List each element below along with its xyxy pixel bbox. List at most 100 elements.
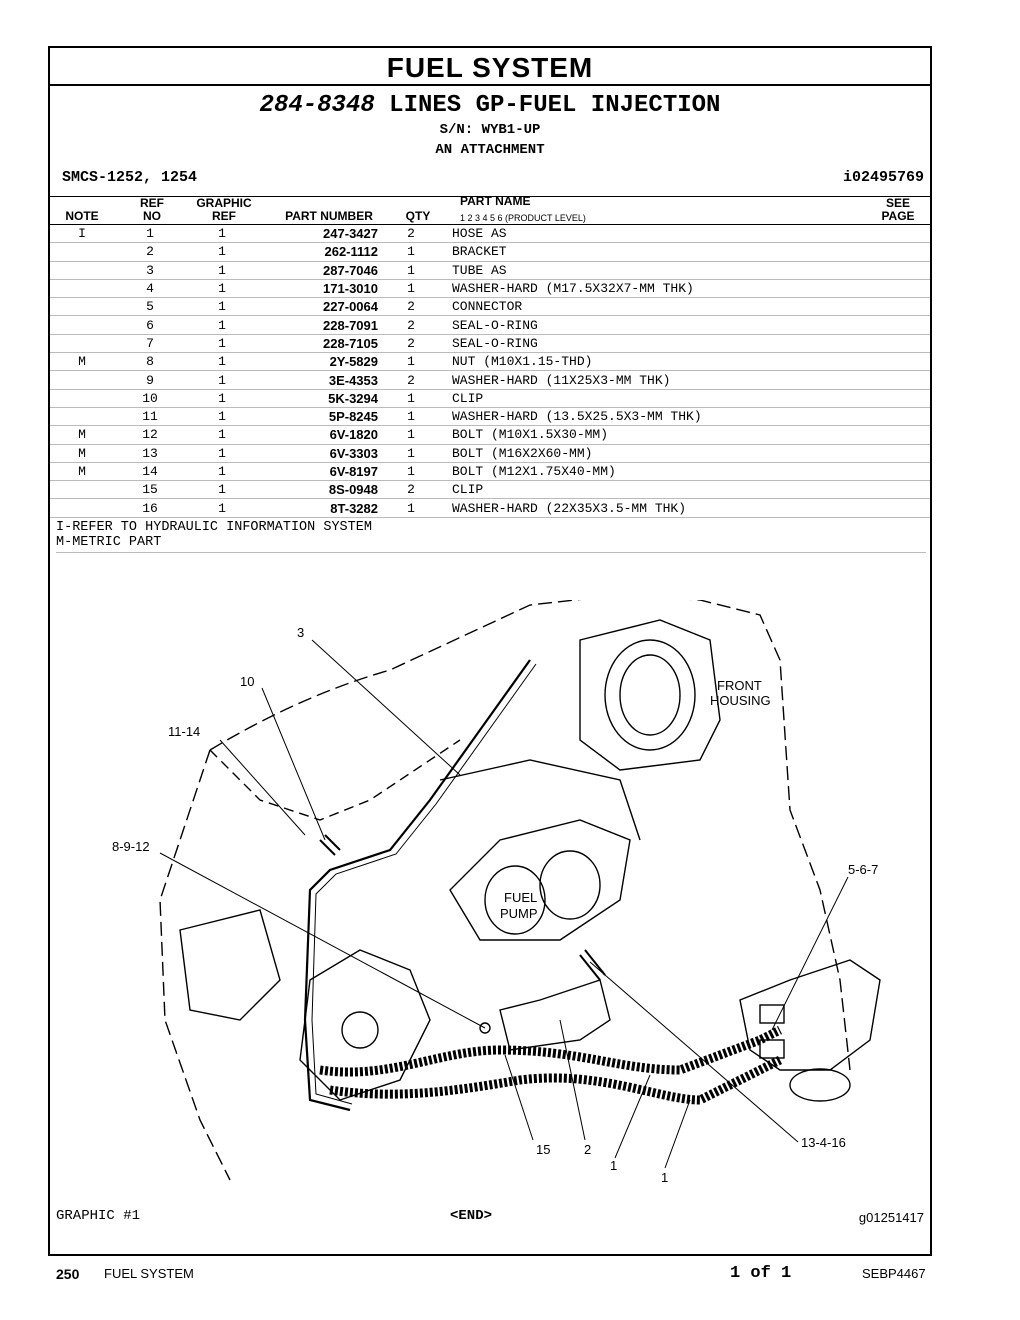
cell-ref: 7 xyxy=(114,334,186,354)
header-graphic-top: GRAPHIC xyxy=(196,196,252,210)
bolt-13 xyxy=(579,949,606,981)
cell-gref: 1 xyxy=(186,407,258,427)
cell-qty: 2 xyxy=(378,297,444,317)
bracket-2 xyxy=(499,979,611,1051)
leader-3 xyxy=(311,639,461,776)
footer-page-number: 250 xyxy=(56,1266,80,1282)
front-housing-bore-inner xyxy=(619,654,681,736)
cell-gref: 1 xyxy=(186,242,258,262)
label-housing: HOUSING xyxy=(710,693,771,708)
cell-gref: 1 xyxy=(186,352,258,372)
serial-number: S/N: WYB1-UP xyxy=(439,122,541,138)
cell-name: NUT (M10X1.15-THD) xyxy=(444,352,930,372)
cell-ref: 13 xyxy=(114,444,186,463)
cell-qty: 2 xyxy=(378,480,444,500)
cell-pn: 262-1112 xyxy=(258,242,378,262)
cell-name: WASHER-HARD (13.5X25.5X3-MM THK) xyxy=(444,407,930,427)
cell-qty: 1 xyxy=(378,389,444,408)
cell-pn: 5P-8245 xyxy=(258,407,378,427)
cell-ref: 4 xyxy=(114,279,186,299)
cell-qty: 2 xyxy=(378,315,444,335)
cell-pn: 171-3010 xyxy=(258,279,378,299)
cell-note xyxy=(50,407,114,427)
cell-gref: 1 xyxy=(186,498,258,518)
table-header: NOTE REF NO GRAPHIC REF PART NUMBER QTY … xyxy=(50,195,930,225)
cell-note: M xyxy=(50,352,114,372)
leader-1a xyxy=(614,1074,651,1159)
cell-name: BOLT (M16X2X60-MM) xyxy=(444,444,930,463)
cell-pn: 228-7091 xyxy=(258,315,378,335)
callout-13-4-16: 13-4-16 xyxy=(801,1135,846,1150)
cell-note xyxy=(50,334,114,354)
cell-note xyxy=(50,480,114,500)
cell-ref: 9 xyxy=(114,370,186,390)
callout-1a: 1 xyxy=(610,1158,617,1173)
callout-2: 2 xyxy=(584,1142,591,1157)
header-note: NOTE xyxy=(65,209,99,223)
end-label: <END> xyxy=(450,1208,493,1224)
hose-assembly-upper xyxy=(319,1025,783,1077)
notes-block: I-REFER TO HYDRAULIC INFORMATION SYSTEM … xyxy=(56,520,926,553)
cell-pn: 6V-8197 xyxy=(258,462,378,482)
callout-8-9-12: 8-9-12 xyxy=(112,839,150,854)
cell-name: TUBE AS xyxy=(444,261,930,280)
leader-8-9-12 xyxy=(159,852,486,1029)
footer-publication: SEBP4467 xyxy=(862,1266,926,1281)
cell-pn: 8T-3282 xyxy=(258,498,378,518)
engine-edge xyxy=(209,739,461,821)
cell-qty: 1 xyxy=(378,407,444,427)
cell-pn: 3E-4353 xyxy=(258,370,378,390)
graphic-label: GRAPHIC #1 xyxy=(56,1208,141,1224)
cell-qty: 2 xyxy=(378,225,444,244)
fuel-pump-bore-2 xyxy=(539,850,601,920)
fuel-filter-bowl xyxy=(789,1068,851,1102)
smcs-code: SMCS-1252, 1254 xyxy=(62,169,198,186)
note-line: M-METRIC PART xyxy=(56,535,162,550)
cell-pn: 247-3427 xyxy=(258,225,378,244)
tube-assembly-3-edge xyxy=(311,663,537,1105)
cell-ref: 2 xyxy=(114,242,186,262)
header-ref-top: REF xyxy=(140,196,164,210)
page-frame: FUEL SYSTEM 284-8348 LINES GP-FUEL INJEC… xyxy=(48,46,932,1256)
cell-name: WASHER-HARD (M17.5X32X7-MM THK) xyxy=(444,279,930,299)
cell-gref: 1 xyxy=(186,225,258,244)
cell-ref: 16 xyxy=(114,498,186,518)
cell-note xyxy=(50,370,114,390)
cell-gref: 1 xyxy=(186,279,258,299)
cell-gref: 1 xyxy=(186,370,258,390)
cell-note: M xyxy=(50,444,114,463)
footer-page-of: 1 of 1 xyxy=(730,1264,792,1283)
cell-ref: 15 xyxy=(114,480,186,500)
cell-ref: 5 xyxy=(114,297,186,317)
cell-pn: 6V-1820 xyxy=(258,425,378,445)
clip-8-9-12 xyxy=(479,1022,491,1034)
engine-outline-left xyxy=(159,749,231,1181)
header-see-bottom: PAGE xyxy=(881,209,915,223)
engine-outline xyxy=(209,600,851,1071)
cell-name: SEAL-O-RING xyxy=(444,315,930,335)
cell-ref: 12 xyxy=(114,425,186,445)
callout-15: 15 xyxy=(536,1142,550,1157)
cell-note xyxy=(50,279,114,299)
cell-pn: 5K-3294 xyxy=(258,389,378,408)
cell-name: CONNECTOR xyxy=(444,297,930,317)
front-housing-bore xyxy=(604,639,696,751)
cell-note: I xyxy=(50,225,114,244)
cell-gref: 1 xyxy=(186,444,258,463)
cell-qty: 1 xyxy=(378,352,444,372)
cell-name: CLIP xyxy=(444,389,930,408)
cell-name: BOLT (M12X1.75X40-MM) xyxy=(444,462,930,482)
cell-gref: 1 xyxy=(186,315,258,335)
cell-ref: 3 xyxy=(114,261,186,280)
group-name: LINES GP-FUEL INJECTION xyxy=(389,92,721,119)
cell-note xyxy=(50,498,114,518)
cell-note xyxy=(50,242,114,262)
